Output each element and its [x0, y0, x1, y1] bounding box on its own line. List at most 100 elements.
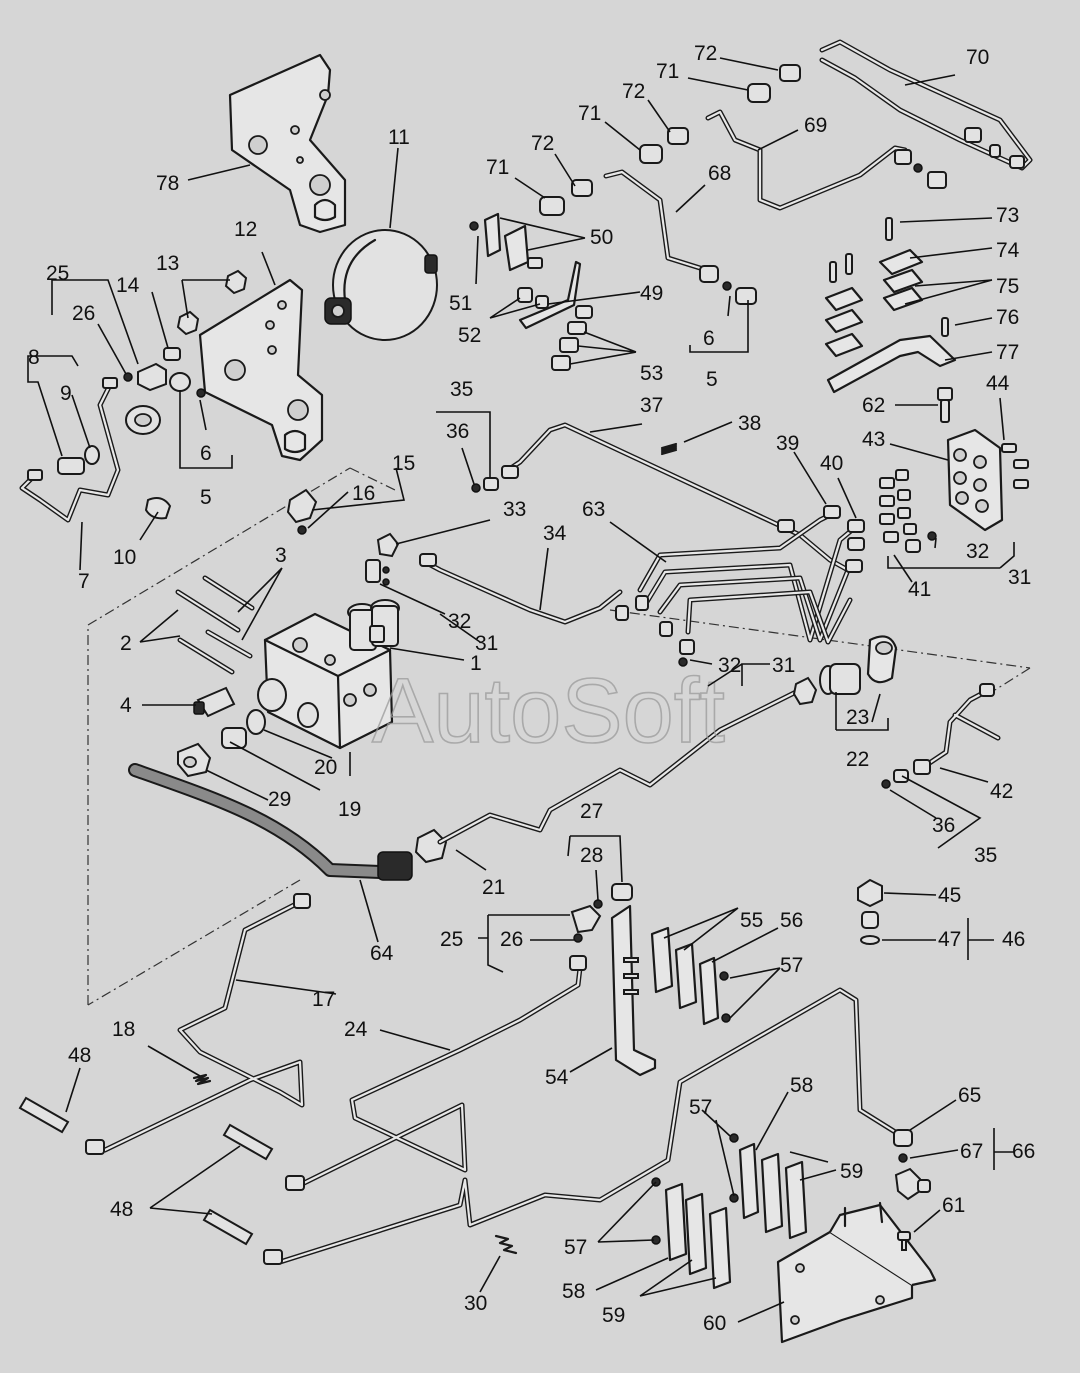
callout-74: 74	[996, 239, 1020, 262]
callout-37: 37	[640, 394, 663, 417]
callout-25: 25	[440, 928, 463, 951]
callout-56: 56	[780, 909, 803, 932]
pipe-70	[819, 39, 1033, 171]
callout-15: 15	[392, 452, 415, 475]
leader-lines	[27, 57, 1015, 1323]
pipe-69	[705, 109, 947, 211]
callout-29: 29	[268, 788, 291, 811]
hydraulic-block-1	[257, 599, 400, 750]
callout-77: 77	[996, 341, 1019, 364]
callout-4: 4	[120, 694, 132, 717]
fittings-25-27	[570, 883, 633, 943]
callout-33: 33	[503, 498, 526, 521]
callout-13: 13	[156, 252, 179, 275]
callout-21: 21	[482, 876, 505, 899]
valve-block-43	[946, 428, 1029, 532]
bracket-group-50	[469, 212, 593, 371]
callout-6: 6	[200, 442, 212, 465]
callout-labels: 70 72 71 72 69 71 72 71 68 11 78 12 50 7…	[28, 42, 1035, 1335]
callout-68: 68	[708, 162, 731, 185]
callout-57: 57	[564, 1236, 587, 1259]
callout-35: 35	[450, 378, 473, 401]
callout-34: 34	[543, 522, 567, 545]
clamps-58-59	[651, 1133, 808, 1290]
callout-5: 5	[706, 368, 718, 391]
spring-38	[660, 442, 678, 456]
callout-78: 78	[156, 172, 179, 195]
callout-43: 43	[862, 428, 885, 451]
spring-18	[192, 1073, 212, 1086]
pipe-24	[285, 955, 587, 1191]
callout-28: 28	[580, 844, 603, 867]
callout-12: 12	[234, 218, 257, 241]
callout-32: 32	[448, 610, 471, 633]
callout-57: 57	[689, 1096, 712, 1119]
bracket-60	[776, 1201, 937, 1344]
callout-71: 71	[656, 60, 679, 83]
caps-48	[18, 1096, 274, 1246]
spring-30	[494, 1234, 518, 1255]
callout-14: 14	[116, 274, 140, 297]
callout-30: 30	[464, 1292, 487, 1315]
fittings-13-14	[123, 269, 248, 435]
callout-64: 64	[370, 942, 394, 965]
callout-50: 50	[590, 226, 613, 249]
callout-63: 63	[582, 498, 605, 521]
accumulator-11	[324, 229, 438, 341]
bracket-group-77	[824, 217, 957, 394]
hose-64	[128, 763, 448, 881]
callout-35: 35	[974, 844, 997, 867]
callout-71: 71	[486, 156, 509, 179]
fittings-45-47	[857, 878, 883, 945]
callout-45: 45	[938, 884, 961, 907]
callout-54: 54	[545, 1066, 569, 1089]
callout-47: 47	[938, 928, 961, 951]
pipe-17	[85, 893, 311, 1155]
elbow-66	[894, 1167, 931, 1201]
fitting-20	[221, 709, 266, 749]
callout-49: 49	[640, 282, 663, 305]
callout-19: 19	[338, 798, 361, 821]
fitting-23	[819, 635, 898, 695]
callout-11: 11	[388, 126, 410, 149]
sensor-4	[193, 686, 236, 718]
callout-6: 6	[703, 327, 715, 350]
assembly-boundary	[87, 467, 1031, 1006]
callout-22: 22	[846, 748, 869, 771]
bracket-54	[610, 904, 657, 1077]
callout-76: 76	[996, 306, 1019, 329]
pipe-34	[419, 553, 623, 625]
callout-25: 25	[46, 262, 69, 285]
callout-39: 39	[776, 432, 799, 455]
fitting-cluster-31	[879, 469, 937, 553]
callout-48: 48	[68, 1044, 91, 1067]
callout-17: 17	[312, 988, 335, 1011]
callout-59: 59	[602, 1304, 625, 1327]
callout-42: 42	[990, 780, 1013, 803]
callout-71: 71	[578, 102, 601, 125]
callout-2: 2	[120, 632, 132, 655]
callout-27: 27	[580, 800, 603, 823]
callout-7: 7	[78, 570, 90, 593]
callout-9: 9	[60, 382, 72, 405]
callout-55: 55	[740, 909, 763, 932]
bolt-62	[937, 387, 953, 423]
callout-32: 32	[966, 540, 989, 563]
callout-1: 1	[470, 652, 482, 675]
pipe-bundle-63	[615, 505, 865, 667]
pipe-7	[19, 377, 121, 523]
pipe-42	[881, 683, 1001, 789]
callout-48: 48	[110, 1198, 133, 1221]
callout-31: 31	[772, 654, 795, 677]
callout-3: 3	[275, 544, 287, 567]
callout-36: 36	[932, 814, 955, 837]
clamps-55-56	[650, 926, 731, 1026]
callout-51: 51	[449, 292, 472, 315]
callout-66: 66	[1012, 1140, 1035, 1163]
callout-38: 38	[738, 412, 761, 435]
callout-23: 23	[846, 706, 869, 729]
callout-59: 59	[840, 1160, 863, 1183]
bracket-12	[198, 278, 324, 462]
